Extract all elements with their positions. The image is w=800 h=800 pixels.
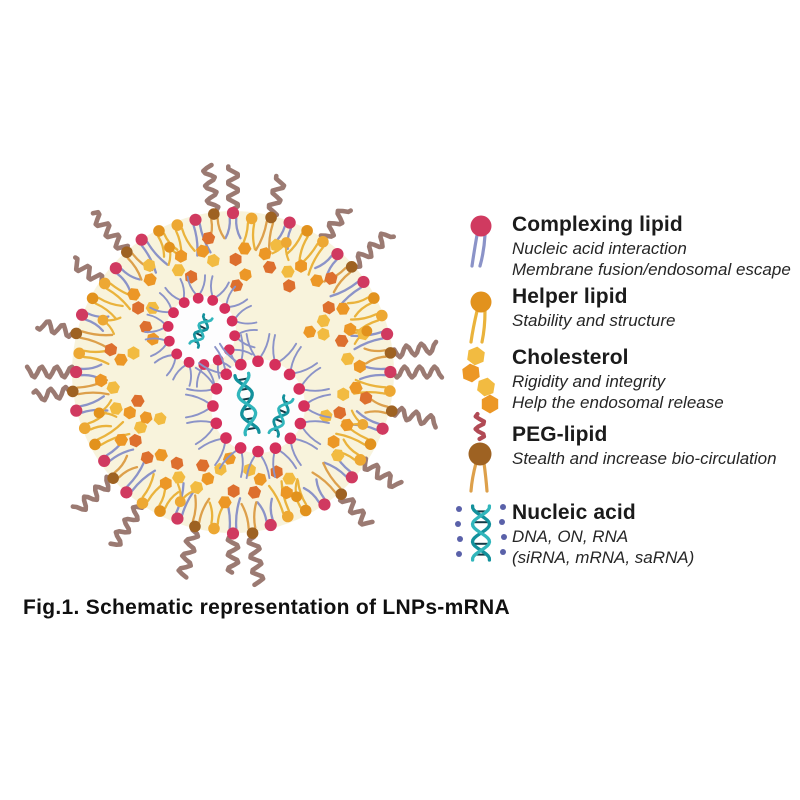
legend-label: Cholesterol xyxy=(512,346,629,369)
legend-desc: Nucleic acid interaction xyxy=(512,239,687,258)
legend-label: PEG-lipid xyxy=(512,423,608,446)
legend: Complexing lipid Nucleic acid interactio… xyxy=(452,212,798,568)
legend-desc: Rigidity and integrity xyxy=(512,372,666,391)
legend-entry-cholesterol: Cholesterol Rigidity and integrity Help … xyxy=(452,345,798,414)
legend-label: Nucleic acid xyxy=(512,501,636,524)
nucleic-acid-icon xyxy=(455,504,507,562)
lnp-membrane xyxy=(66,206,398,540)
legend-label: Helper lipid xyxy=(512,285,628,308)
legend-label: Complexing lipid xyxy=(512,213,683,236)
helper-lipid-icon xyxy=(469,291,492,344)
mrna-helix xyxy=(233,371,261,437)
legend-entry-peg-lipid: PEG-lipid Stealth and increase bio-circu… xyxy=(452,411,798,493)
mrna-helix xyxy=(267,394,295,438)
legend-entry-helper-lipid: Helper lipid Stability and structure xyxy=(452,284,798,344)
cholesterol-chains xyxy=(94,231,373,509)
vesicle-small xyxy=(144,274,258,388)
vesicle-large xyxy=(184,332,332,480)
legend-desc: DNA, ON, RNA xyxy=(512,527,629,546)
legend-entry-complexing-lipid: Complexing lipid Nucleic acid interactio… xyxy=(452,212,798,280)
peg-squiggles xyxy=(24,162,445,588)
legend-desc: Membrane fusion/endosomal escape xyxy=(512,260,791,279)
peg-lipid-icon xyxy=(468,411,492,493)
legend-desc: Help the endosomal release xyxy=(512,393,724,412)
legend-desc: Stability and structure xyxy=(512,311,676,330)
mrna-helix xyxy=(470,504,492,562)
legend-desc: (siRNA, mRNA, saRNA) xyxy=(512,548,695,567)
figure-caption: Fig.1. Schematic representation of LNPs-… xyxy=(23,596,510,619)
legend-entry-nucleic-acid: Nucleic acid DNA, ON, RNA (siRNA, mRNA, … xyxy=(452,500,798,568)
complexing-lipid-icon xyxy=(470,215,492,268)
cholesterol-icon xyxy=(462,346,499,414)
legend-desc: Stealth and increase bio-circulation xyxy=(512,449,777,468)
mrna-helix xyxy=(188,313,214,349)
